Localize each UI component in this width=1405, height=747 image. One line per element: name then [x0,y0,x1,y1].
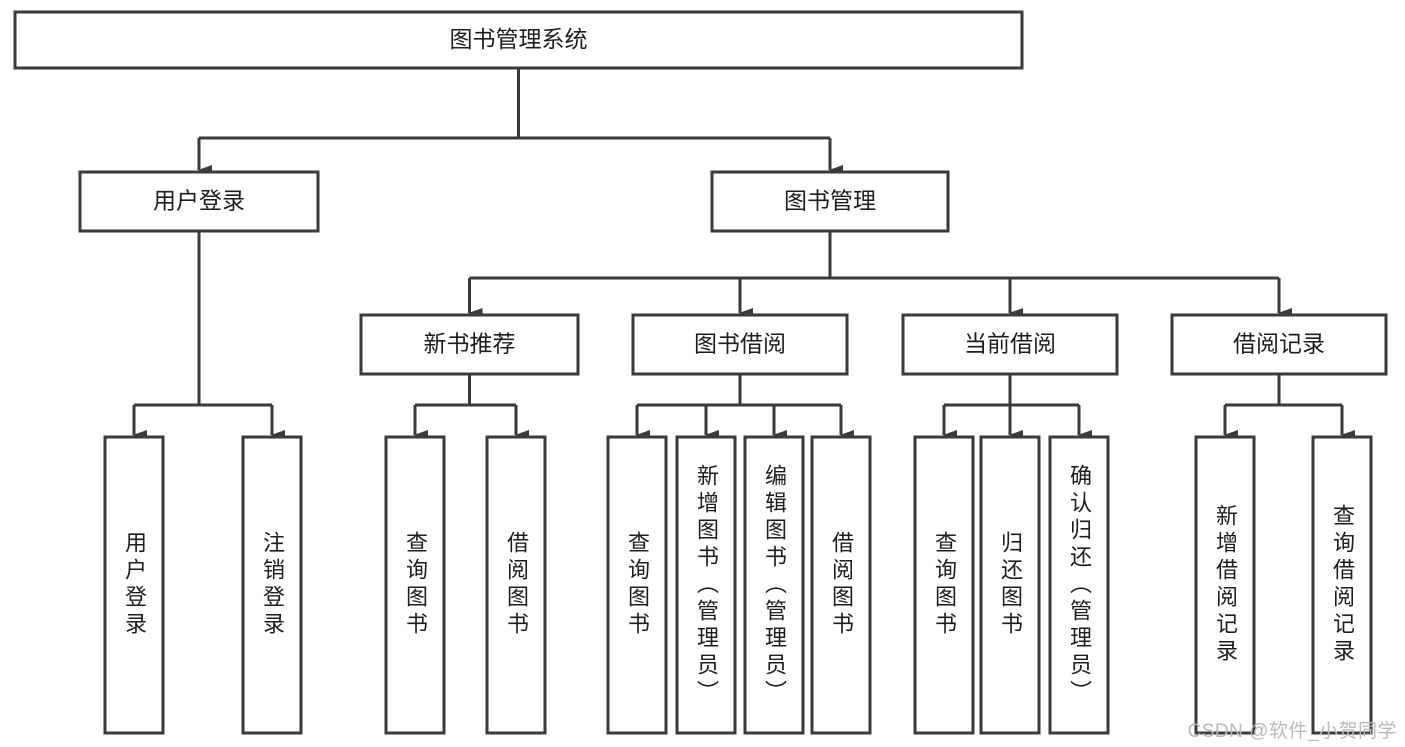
node-leaf-query-book-borrow[interactable] [606,435,668,735]
node-box-book-manage[interactable] [710,170,950,233]
node-leaf-return-book[interactable] [979,435,1041,735]
node-label-root: 图书管理系统 [450,26,588,52]
node-box-leaf-confirm-return[interactable] [1048,435,1110,735]
node-box-leaf-user-login[interactable] [103,435,165,735]
node-leaf-query-record[interactable] [1311,435,1373,735]
node-leaf-user-login[interactable] [103,435,165,735]
node-box-leaf-query-book-borrow[interactable] [606,435,668,735]
watermark-text: CSDN @软件_小贺同学 [1187,721,1397,742]
node-box-book-borrow[interactable] [631,313,849,376]
node-box-current-borrow[interactable] [901,313,1119,376]
node-user-login[interactable]: 用户登录 [78,170,320,233]
node-leaf-query-book-current[interactable] [913,435,975,735]
node-leaf-borrow-book[interactable] [810,435,872,735]
node-box-leaf-borrow-book-rec[interactable] [485,435,547,735]
node-leaf-borrow-book-rec[interactable] [485,435,547,735]
node-borrow-record[interactable]: 借阅记录 [1170,313,1388,376]
node-leaf-user-logout[interactable] [241,435,303,735]
node-current-borrow[interactable]: 当前借阅 [901,313,1119,376]
node-leaf-query-book-rec[interactable] [384,435,446,735]
node-root[interactable]: 图书管理系统 [13,10,1024,70]
node-box-leaf-borrow-book[interactable] [810,435,872,735]
node-box-leaf-query-record[interactable] [1311,435,1373,735]
node-box-leaf-return-book[interactable] [979,435,1041,735]
node-label-borrow-record: 借阅记录 [1233,331,1325,357]
node-box-leaf-edit-book[interactable] [743,435,805,735]
node-box-user-login[interactable] [78,170,320,233]
node-leaf-edit-book[interactable] [743,435,805,735]
node-new-book-rec[interactable]: 新书推荐 [359,313,580,376]
node-box-leaf-add-record[interactable] [1194,435,1256,735]
node-label-book-manage: 图书管理 [784,188,876,214]
node-leaf-add-record[interactable] [1194,435,1256,735]
connector-lines [132,68,1355,440]
node-box-leaf-query-book-current[interactable] [913,435,975,735]
node-box-new-book-rec[interactable] [359,313,580,376]
node-leaf-confirm-return[interactable] [1048,435,1110,735]
node-label-new-book-rec: 新书推荐 [424,331,516,357]
node-box-leaf-user-logout[interactable] [241,435,303,735]
node-box-borrow-record[interactable] [1170,313,1388,376]
node-box-root[interactable] [13,10,1024,70]
node-book-manage[interactable]: 图书管理 [710,170,950,233]
node-leaf-add-book[interactable] [675,435,737,735]
node-box-leaf-add-book[interactable] [675,435,737,735]
node-label-book-borrow: 图书借阅 [694,331,786,357]
node-label-user-login: 用户登录 [153,188,245,214]
node-book-borrow[interactable]: 图书借阅 [631,313,849,376]
node-label-current-borrow: 当前借阅 [964,331,1056,357]
node-box-leaf-query-book-rec[interactable] [384,435,446,735]
